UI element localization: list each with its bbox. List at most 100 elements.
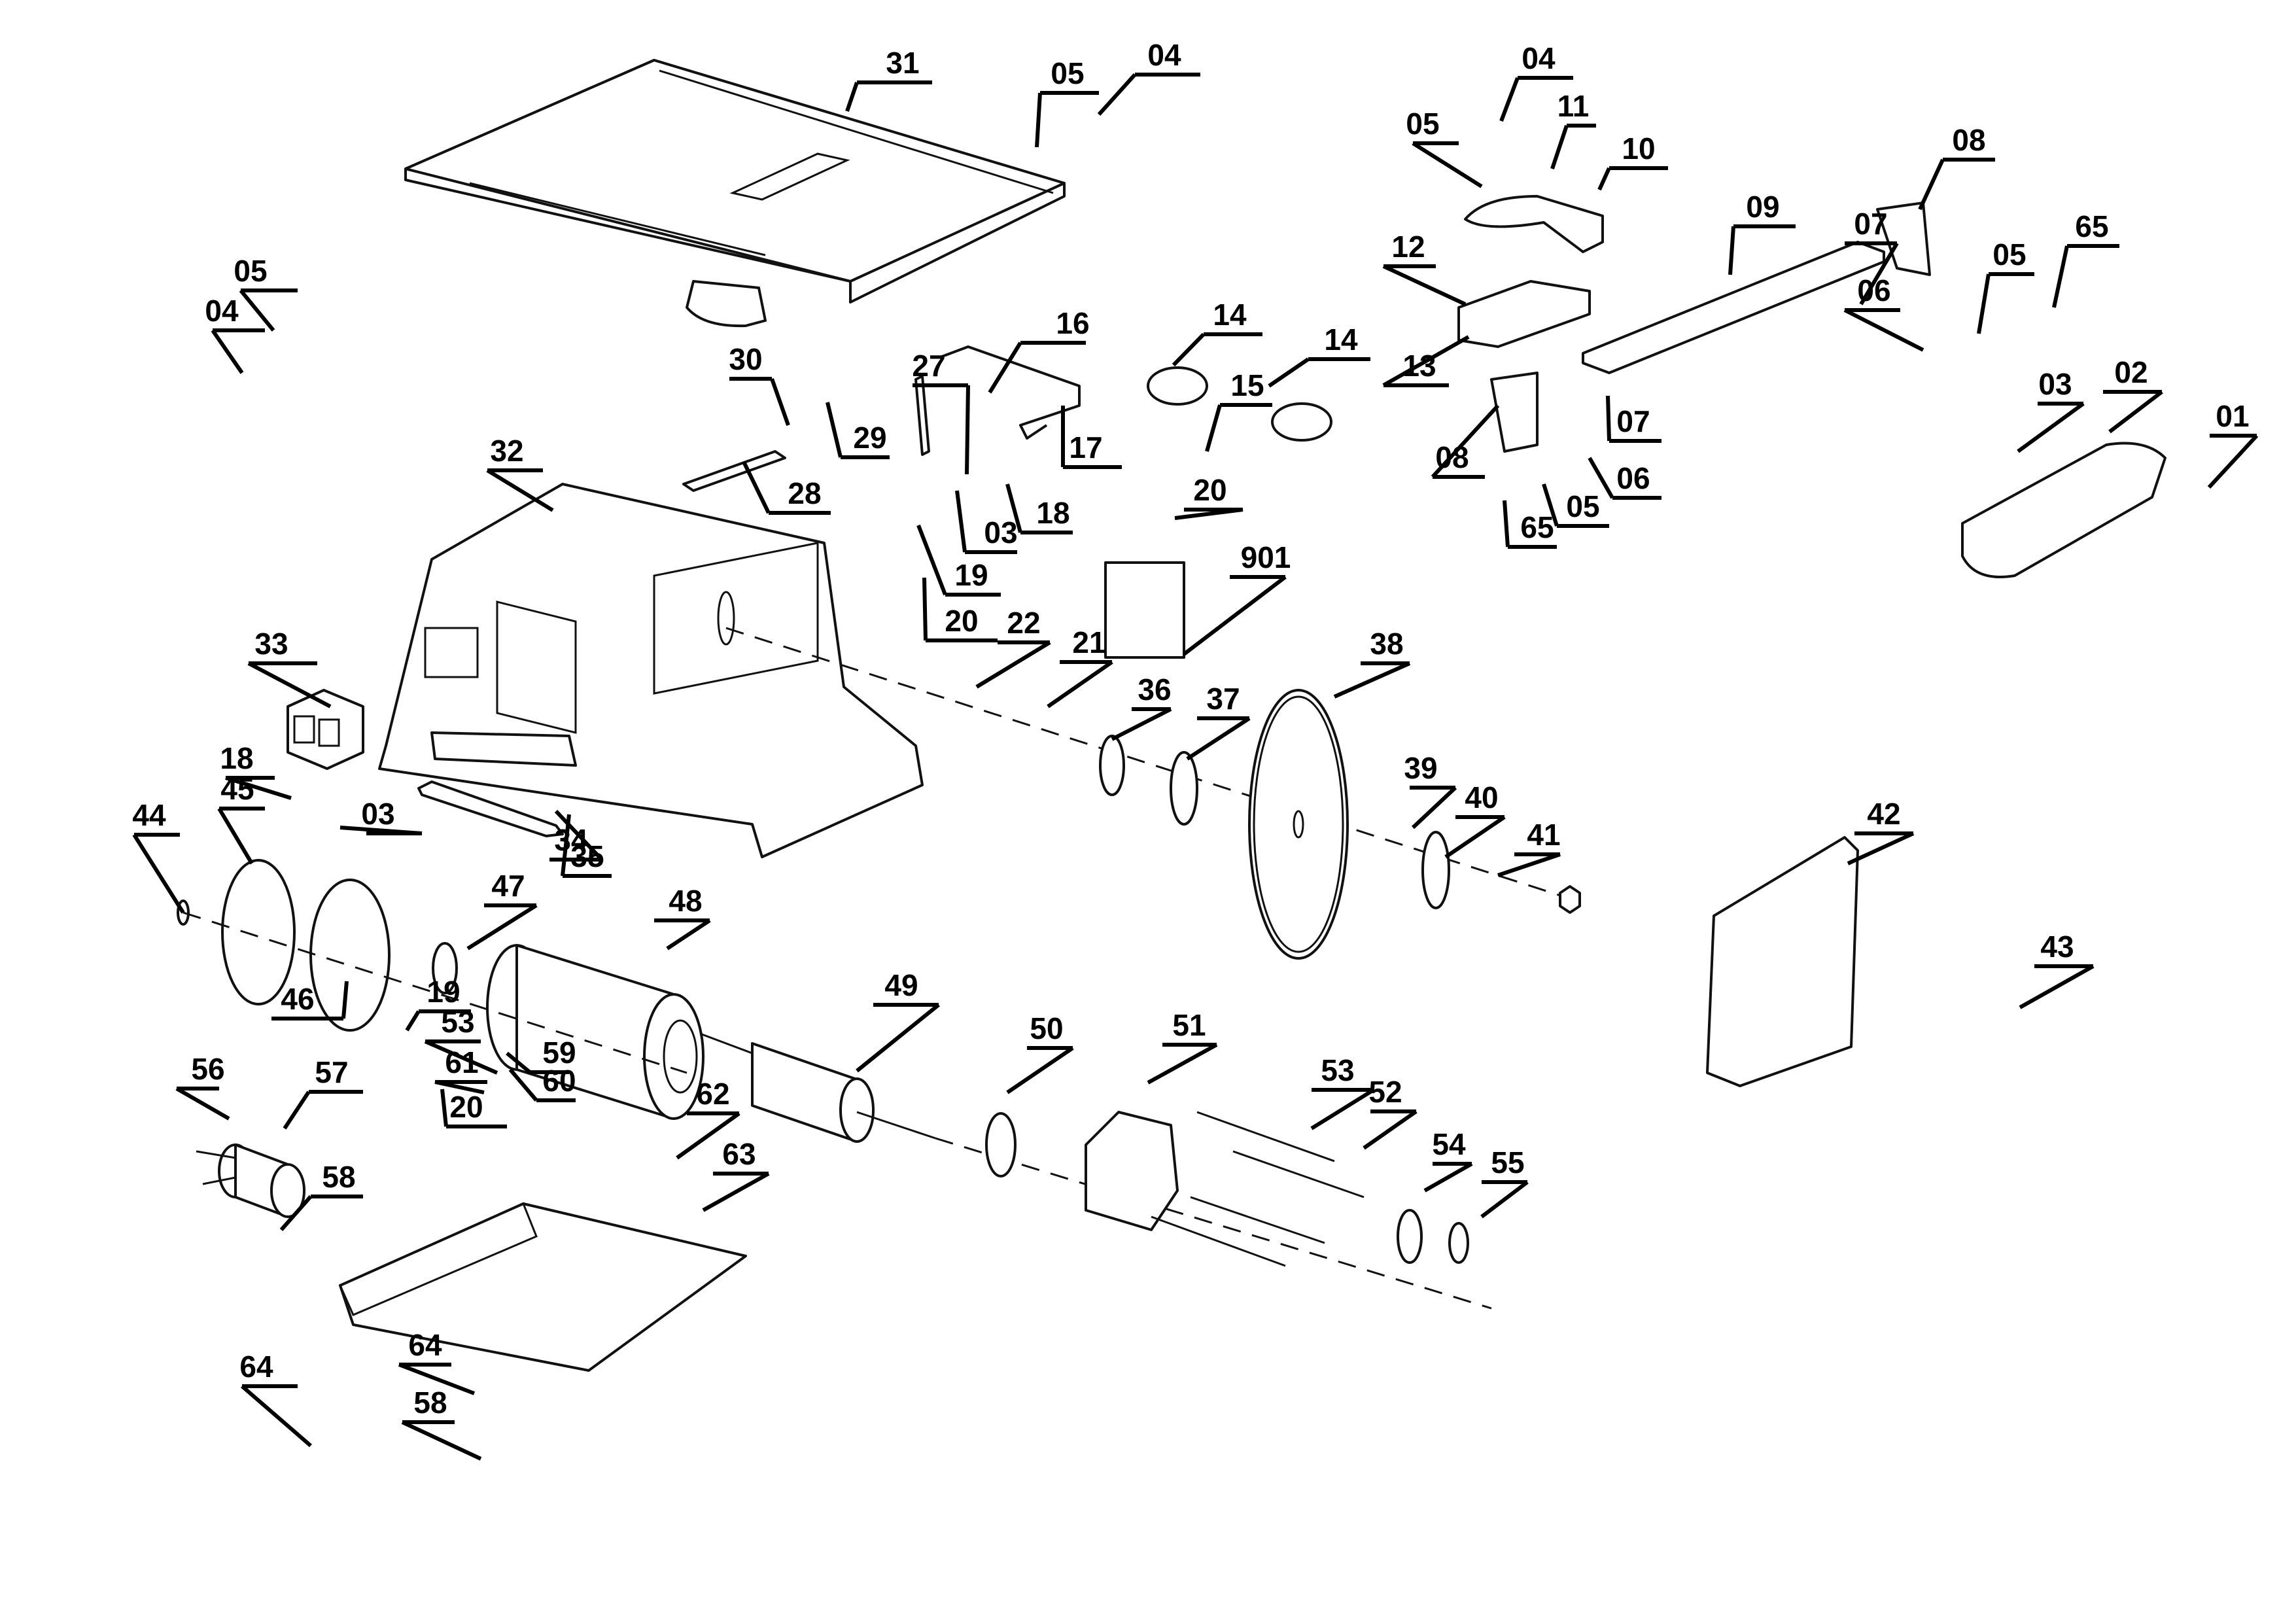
callout-leader-line (1918, 158, 1945, 211)
callout-04: 04 (1097, 38, 1200, 116)
callout-label: 14 (1213, 298, 1247, 332)
callout-18: 18 (220, 741, 292, 800)
callout-leader-line (1310, 1088, 1375, 1130)
callout-label: 51 (1172, 1008, 1206, 1042)
callout-leader-line (1333, 661, 1411, 699)
part-tie-rods (1151, 1111, 1365, 1267)
part-plate-28 (682, 450, 786, 492)
part-miter-bar (1457, 280, 1591, 348)
callout-label: 01 (2216, 399, 2249, 433)
callout-label: 18 (220, 741, 253, 775)
callout-leader-line (975, 640, 1051, 689)
part-push-stick (1961, 442, 2166, 578)
part-switch (287, 689, 364, 770)
callout-leader-line (1499, 77, 1520, 122)
callout-label: 58 (413, 1386, 447, 1420)
part-power-cord (941, 345, 1081, 440)
callout-08: 08 (1431, 404, 1500, 479)
callout-44: 44 (132, 798, 185, 914)
part-bracket-27 (914, 375, 930, 456)
callout-leader-line (175, 1087, 230, 1121)
callout-leader-line (826, 402, 843, 458)
callout-label: 09 (1746, 190, 1779, 224)
callout-label: 05 (1992, 237, 2026, 271)
callout-label: 45 (220, 772, 254, 806)
callout-leader-line (1431, 404, 1500, 479)
callout-label: 28 (788, 476, 821, 510)
callout-19: 19 (916, 524, 1001, 597)
callout-65: 65 (1503, 500, 1557, 549)
callout-39: 39 (1404, 751, 1457, 829)
callout-47: 47 (466, 869, 538, 951)
callout-52: 52 (1363, 1075, 1418, 1150)
callout-14: 14 (1268, 323, 1370, 388)
callout-label: 03 (361, 797, 394, 831)
callout-label: 63 (722, 1137, 756, 1171)
callout-leader-line (1147, 1043, 1218, 1085)
callout-31: 31 (845, 46, 932, 112)
callout-29: 29 (826, 402, 890, 459)
callout-leader-line (341, 981, 349, 1019)
callout-label: 41 (1527, 818, 1560, 852)
callout-05: 05 (1035, 56, 1099, 148)
callout-17: 17 (1061, 406, 1122, 469)
callout-33: 33 (247, 627, 332, 708)
callout-label: 05 (234, 254, 267, 288)
callout-32: 32 (486, 434, 554, 512)
callout-leader-line (506, 1051, 531, 1074)
callout-04: 04 (1499, 41, 1573, 122)
part-nut (1559, 885, 1581, 914)
callout-leader-line (1847, 831, 1915, 865)
callout-48: 48 (654, 884, 711, 951)
callout-21: 21 (1047, 625, 1113, 708)
callout-42: 42 (1847, 797, 1915, 865)
callout-leader-line (1859, 242, 1899, 305)
callout-leader-line (1542, 483, 1559, 527)
part-stator (486, 944, 704, 1120)
callout-label: 10 (1622, 131, 1655, 166)
callout-label: 18 (1036, 496, 1070, 530)
callout-64: 64 (398, 1328, 476, 1395)
callout-label: 60 (542, 1064, 576, 1098)
callout-51: 51 (1147, 1008, 1218, 1085)
callout-label: 06 (1616, 461, 1650, 495)
callout-11: 11 (1550, 89, 1596, 169)
callout-leader-line (1843, 308, 1924, 352)
part-end-bracket (1085, 1111, 1179, 1231)
callout-10: 10 (1597, 131, 1668, 191)
callout-label: 22 (1007, 606, 1040, 640)
callout-58: 58 (279, 1160, 363, 1231)
callout-leader-line (466, 903, 538, 951)
callout-leader-line (1606, 395, 1611, 442)
callout-leader-line (1588, 457, 1614, 499)
callout-leader-line (676, 1111, 740, 1160)
part-riving-knife-box (1104, 561, 1185, 659)
callout-38: 38 (1333, 627, 1411, 699)
callout-15: 15 (1205, 368, 1272, 452)
callout-label: 04 (205, 294, 239, 328)
callout-label: 27 (912, 349, 945, 383)
callout-label: 49 (884, 968, 918, 1002)
callout-leader-line (2108, 390, 2163, 434)
part-housing (378, 483, 924, 858)
part-fence-rail (1582, 241, 1885, 374)
callout-leader-line (1550, 125, 1569, 169)
callout-leader-line (916, 524, 947, 596)
callout-06: 06 (1843, 273, 1924, 352)
callout-label: 40 (1465, 780, 1498, 814)
callout-16: 16 (988, 306, 1090, 394)
callout-leader-line (239, 289, 275, 332)
callout-leader-line (561, 814, 571, 877)
callout-53: 53 (1310, 1053, 1375, 1130)
callout-label: 48 (669, 884, 702, 918)
callout-06: 06 (1588, 457, 1661, 500)
callout-leader-line (508, 1068, 538, 1102)
callout-35: 35 (561, 814, 612, 878)
callout-63: 63 (702, 1137, 770, 1212)
callout-label: 59 (542, 1036, 576, 1070)
callout-leader-line (845, 82, 859, 112)
callout-leader-line (1411, 786, 1457, 829)
part-flange-outer-2 (1421, 831, 1450, 909)
callout-20: 20 (922, 577, 998, 642)
callout-leader-line (1423, 1162, 1473, 1193)
